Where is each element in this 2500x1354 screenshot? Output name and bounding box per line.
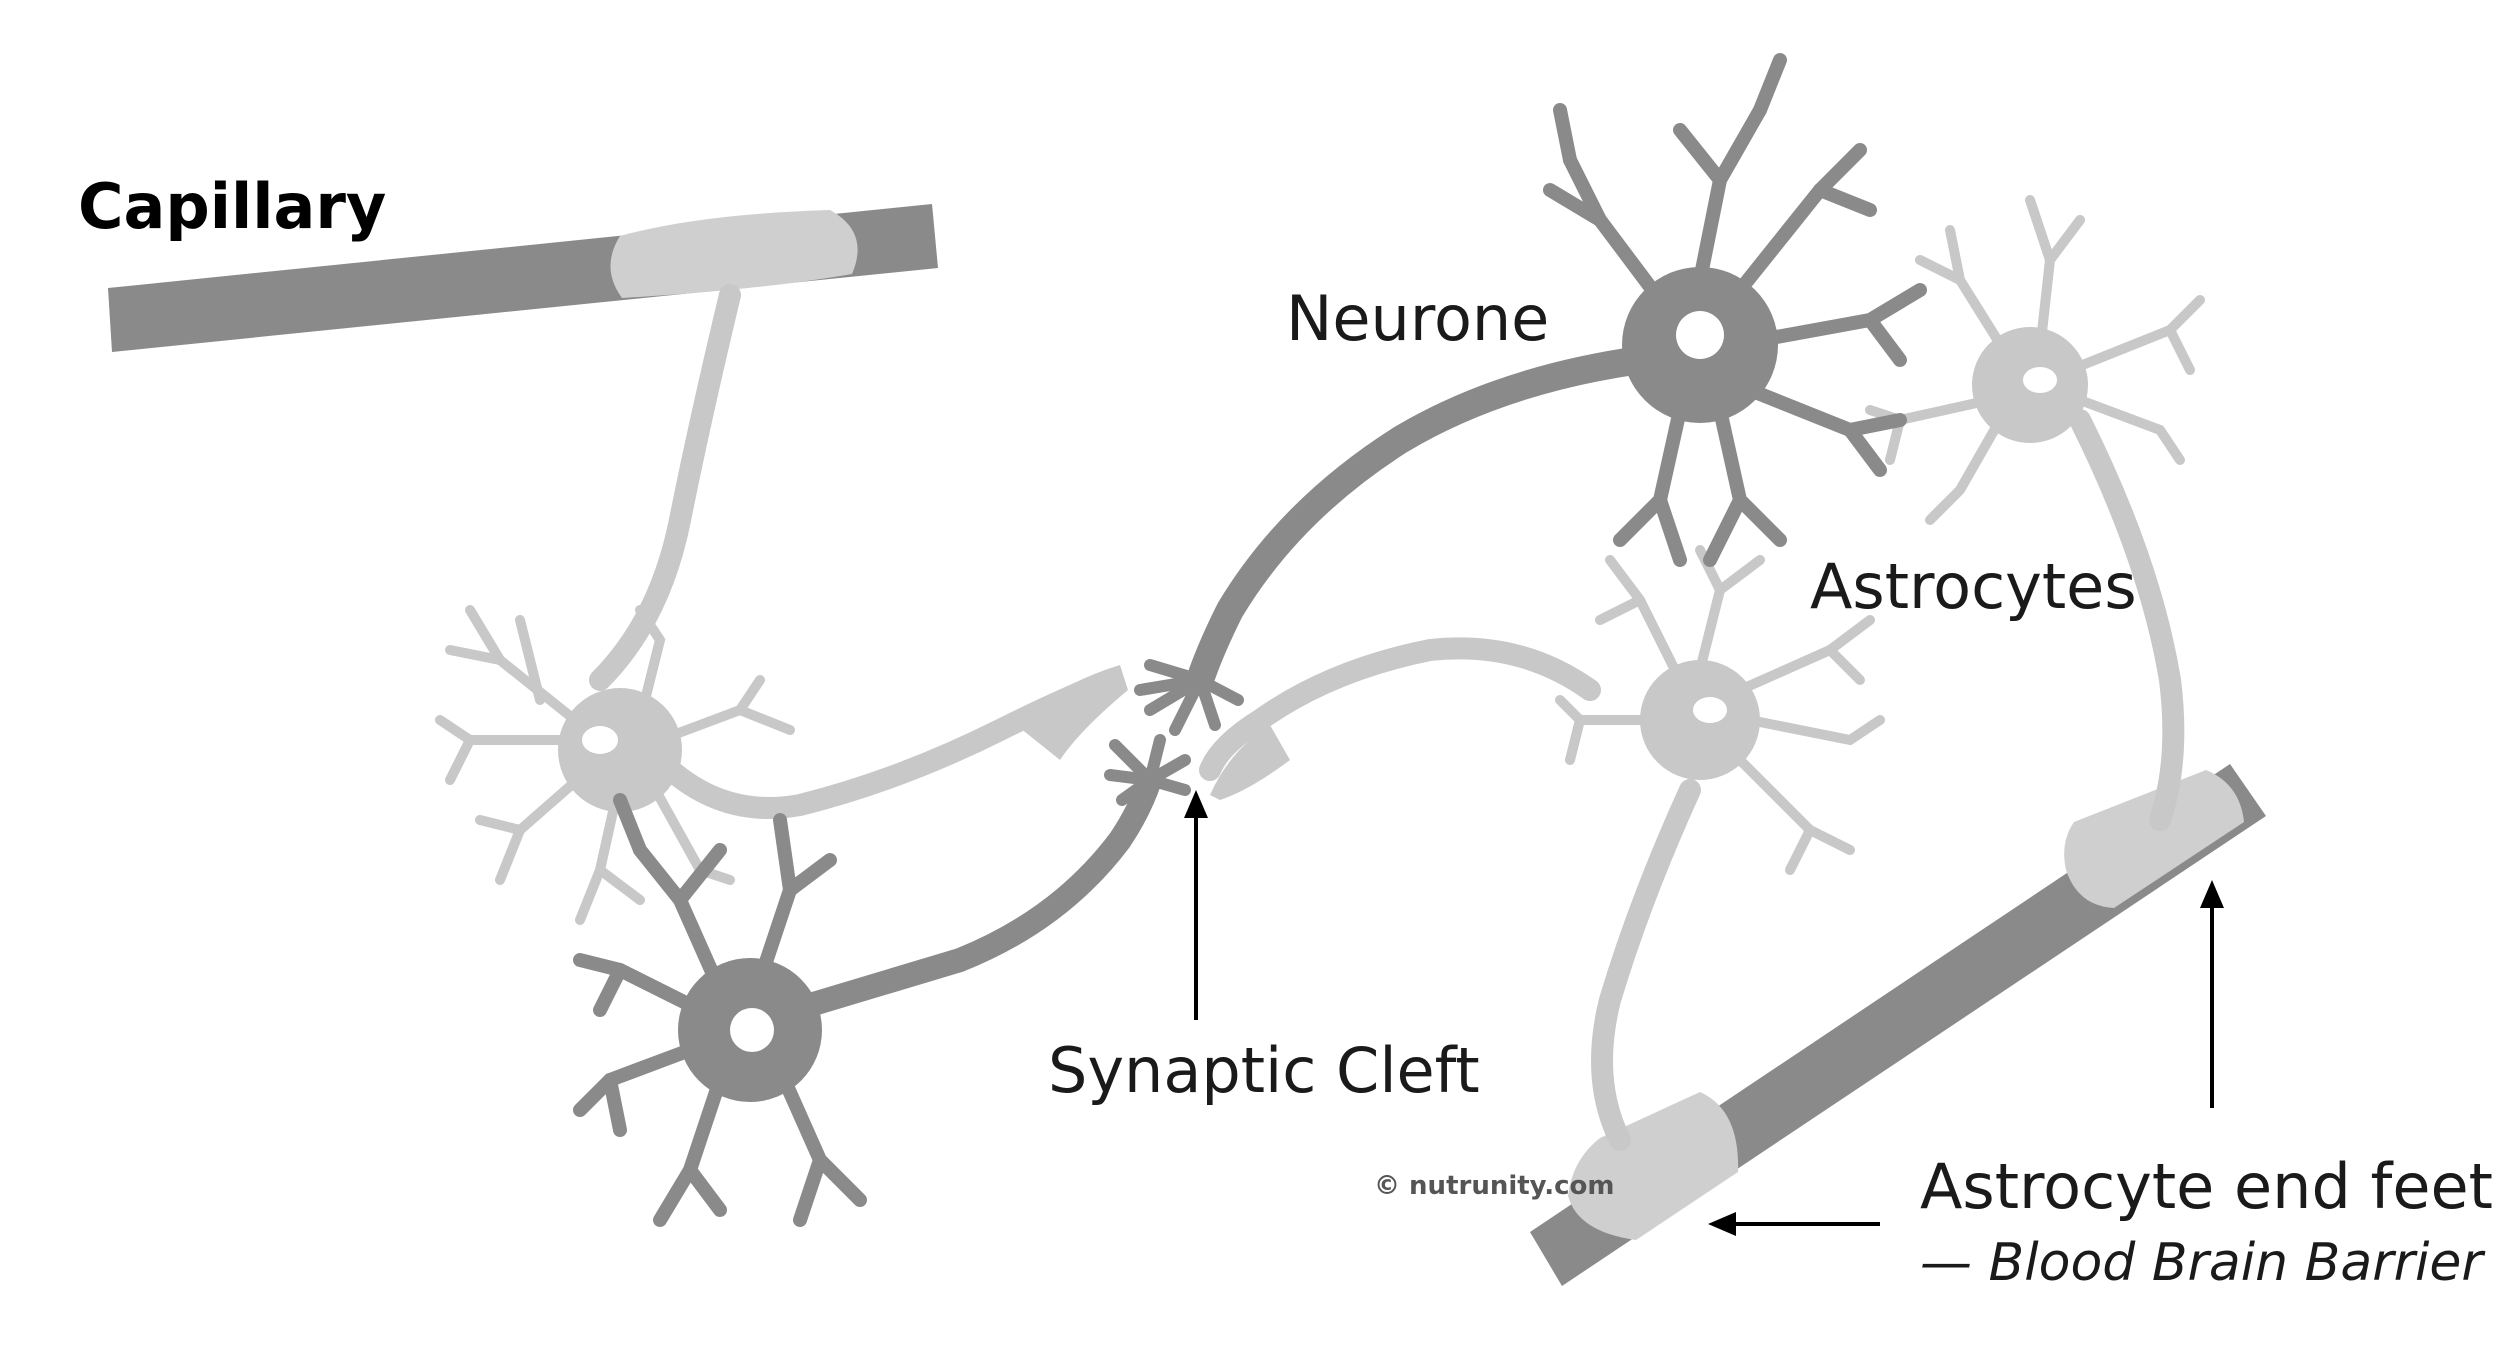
end-foot-top xyxy=(610,210,858,298)
neurone-top xyxy=(1543,53,1927,567)
astrocyte-right xyxy=(1865,195,2205,525)
label-capillary: Capillary xyxy=(78,170,386,243)
arrows xyxy=(1184,790,2224,1236)
synaptic-bulb-right xyxy=(1210,725,1290,800)
neurone-bottom xyxy=(573,793,867,1227)
end-foot-bottom-right xyxy=(2064,770,2244,908)
synaptic-terminals xyxy=(1104,659,1244,806)
astrocyte-processes xyxy=(589,284,2185,1151)
label-astrocytes: Astrocytes xyxy=(1810,550,2137,623)
capillary-top xyxy=(108,204,938,352)
astrocyte-left xyxy=(435,605,795,925)
label-bbb: — Blood Brain Barrier xyxy=(1920,1233,2486,1293)
label-synaptic-cleft: Synaptic Cleft xyxy=(1048,1034,1480,1107)
axon xyxy=(748,346,1654,1032)
label-end-feet: Astrocyte end feet xyxy=(1920,1150,2493,1223)
end-foot-bottom-left xyxy=(1568,1092,1739,1240)
watermark: © nutrunity.com xyxy=(1374,1171,1615,1201)
capillary-bottom xyxy=(1530,764,2266,1286)
astrocyte-middle xyxy=(1555,545,1885,875)
synaptic-bulb-left xyxy=(1010,665,1128,760)
label-neurone: Neurone xyxy=(1286,282,1549,355)
